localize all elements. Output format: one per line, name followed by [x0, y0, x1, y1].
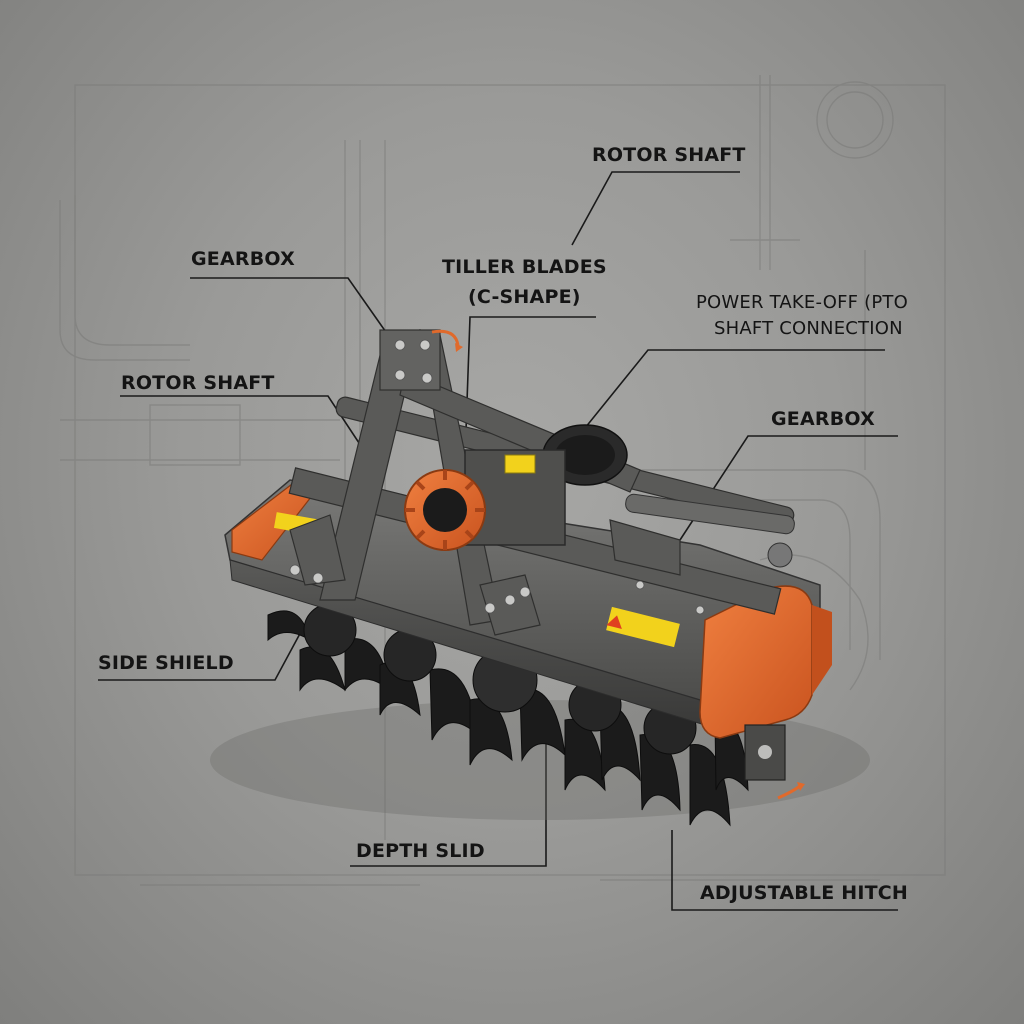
warning-sticker-right [606, 606, 680, 648]
label-pto-line2: SHAFT CONNECTION [714, 318, 903, 339]
side-shield-right [699, 585, 813, 739]
label-rotor-shaft-left: ROTOR SHAFT [121, 372, 275, 394]
adjustable-hitch [744, 724, 786, 781]
label-tiller-blades-line1: TILLER BLADES [442, 256, 607, 278]
rotation-arrow-top [431, 329, 460, 346]
bolts [289, 339, 705, 615]
leader-lines [98, 171, 898, 911]
gearbox [404, 449, 566, 551]
rotation-arrow-bottom [777, 784, 801, 800]
blueprint-background [59, 75, 946, 886]
label-gearbox-right: GEARBOX [771, 408, 875, 430]
label-gearbox-left: GEARBOX [191, 248, 295, 270]
label-depth-slid: DEPTH SLID [356, 840, 485, 862]
label-adjustable-hitch: ADJUSTABLE HITCH [700, 882, 909, 904]
label-rotor-shaft-top: ROTOR SHAFT [592, 144, 746, 166]
tiller-machine [210, 329, 870, 827]
label-side-shield: SIDE SHIELD [98, 652, 234, 674]
label-tiller-blades-line2: (C-SHAPE) [468, 286, 581, 308]
label-pto-line1: POWER TAKE-OFF (PTO [696, 292, 908, 313]
